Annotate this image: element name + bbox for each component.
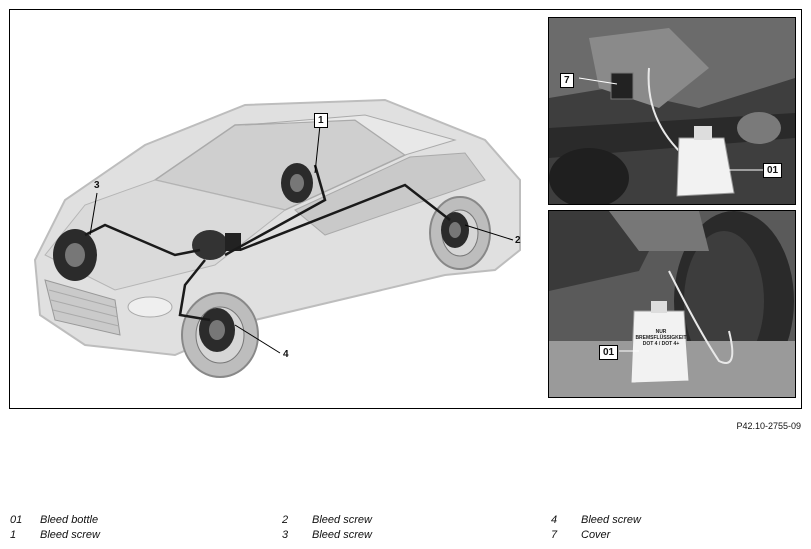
callout-1: 1 bbox=[314, 113, 328, 128]
bleed-bottle-label: NUR BREMSFLÜSSIGKEIT DOT 4 / DOT 4+ bbox=[635, 329, 687, 347]
legend-num: 01 bbox=[10, 514, 23, 526]
legend-column-1: 01 Bleed bottle 1 Bleed screw bbox=[10, 513, 100, 543]
legend-num: 3 bbox=[282, 529, 289, 541]
legend-item: 2 Bleed screw bbox=[282, 513, 372, 528]
bottle-text-line-2: BREMSFLÜSSIGKEIT bbox=[635, 335, 687, 341]
callout-4: 4 bbox=[283, 349, 289, 360]
legend-item: 4 Bleed screw bbox=[551, 513, 641, 528]
legend-text: Cover bbox=[581, 529, 611, 541]
callout-01-top: 01 bbox=[763, 163, 783, 178]
callout-01-bottom: 01 bbox=[599, 345, 619, 360]
callout-3: 3 bbox=[94, 180, 100, 191]
legend-column-3: 4 Bleed screw 7 Cover bbox=[551, 513, 641, 543]
legend-text: Bleed bottle bbox=[40, 514, 99, 526]
legend-item: 7 Cover bbox=[551, 528, 641, 543]
photo-bleed-bottle-at-wheel: NUR BREMSFLÜSSIGKEIT DOT 4 / DOT 4+ 01 bbox=[548, 210, 796, 398]
reference-code: P42.10-2755-09 bbox=[736, 421, 801, 431]
legend-num: 7 bbox=[551, 529, 558, 541]
legend-num: 1 bbox=[10, 529, 17, 541]
legend-item: 01 Bleed bottle bbox=[10, 513, 100, 528]
legend-text: Bleed screw bbox=[581, 514, 641, 526]
legend-num: 4 bbox=[551, 514, 558, 526]
callout-7: 7 bbox=[560, 73, 574, 88]
legend-text: Bleed screw bbox=[312, 514, 372, 526]
legend-num: 2 bbox=[282, 514, 289, 526]
legend-text: Bleed screw bbox=[40, 529, 100, 541]
legend-item: 1 Bleed screw bbox=[10, 528, 100, 543]
car-brake-system-illustration bbox=[33, 98, 521, 378]
legend-item: 3 Bleed screw bbox=[282, 528, 372, 543]
bottle-text-line-1: NUR bbox=[655, 329, 667, 335]
legend-text: Bleed screw bbox=[312, 529, 372, 541]
photo-cover-and-bleed-bottle: 7 01 bbox=[548, 17, 796, 205]
callout-2: 2 bbox=[515, 235, 521, 246]
bottle-text-line-3: DOT 4 / DOT 4+ bbox=[642, 341, 680, 347]
